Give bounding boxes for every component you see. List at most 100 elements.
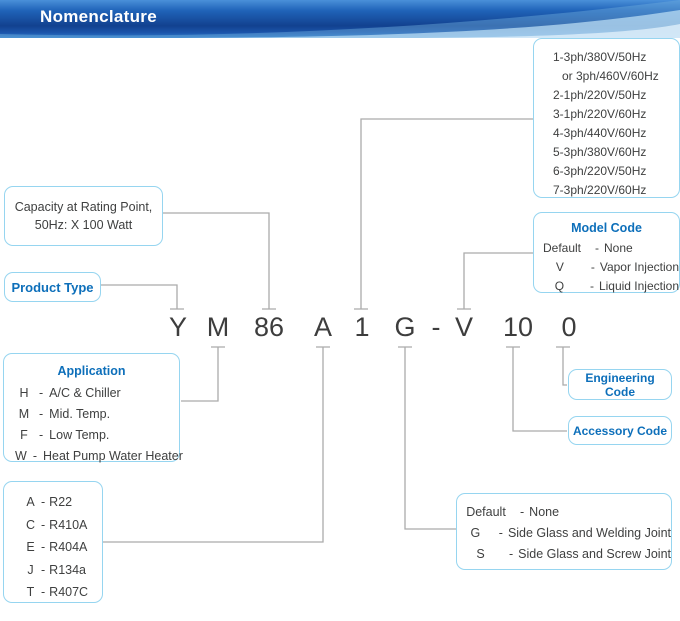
product-type-box: Product Type xyxy=(4,272,101,302)
option-code: Q xyxy=(554,279,565,293)
connector-sightglass-g xyxy=(398,346,456,530)
connector-engineering-0 xyxy=(556,346,570,386)
voltage-option: 4-3ph/440V/60Hz xyxy=(553,126,647,140)
dash-separator: - xyxy=(498,526,503,540)
code-segment-accessory: 10 xyxy=(502,312,534,342)
dash-separator: - xyxy=(39,428,44,442)
option-desc: Low Temp. xyxy=(49,428,110,442)
option-code: W xyxy=(15,449,27,463)
voltage-option-continued: or 3ph/460V/60Hz xyxy=(562,69,659,83)
dash-separator: - xyxy=(520,505,525,519)
code-segment-voltage: 1 xyxy=(354,312,370,342)
refrigerant-row: E - R404A xyxy=(4,536,102,559)
model-code-row: Q - Liquid Injection xyxy=(534,277,679,296)
voltage-options-box: 1-3ph/380V/50Hz or 3ph/460V/60Hz 2-1ph/2… xyxy=(533,38,680,198)
option-desc: R134a xyxy=(49,562,87,577)
connector-accessory-10 xyxy=(506,346,567,432)
option-code: A xyxy=(26,495,35,509)
option-desc: Mid. Temp. xyxy=(49,407,111,421)
option-code: F xyxy=(20,428,28,442)
connector-application-m xyxy=(181,346,225,402)
option-desc: R407C xyxy=(49,585,89,599)
dash-separator: - xyxy=(41,585,46,599)
application-row: H - A/C & Chiller xyxy=(4,383,179,404)
refrigerant-row: J - R134a xyxy=(4,559,102,582)
model-code-box: Model Code Default - None V - Vapor Inje… xyxy=(533,212,680,293)
engineering-code-box: Engineering Code xyxy=(568,369,672,400)
dash-separator: - xyxy=(41,540,46,554)
option-desc: A/C & Chiller xyxy=(49,386,121,400)
refrigerant-box: A - R22 C - R410A E - R404A J - R134a T … xyxy=(3,481,103,603)
model-code-row: Default - None xyxy=(534,239,679,258)
sight-glass-row: Default - None xyxy=(457,502,671,523)
connector-capacity-86 xyxy=(163,212,276,310)
option-code: S xyxy=(476,547,485,561)
voltage-option: 7-3ph/220V/60Hz xyxy=(553,183,647,197)
voltage-option: 2-1ph/220V/50Hz xyxy=(553,88,647,102)
header-swoosh-graphic xyxy=(0,0,680,38)
dash-separator: - xyxy=(39,407,44,421)
connector-refrigerant-a xyxy=(103,346,330,543)
refrigerant-row: C - R410A xyxy=(4,514,102,537)
dash-separator: - xyxy=(595,241,599,255)
option-desc: Side Glass and Welding Joint xyxy=(507,526,671,540)
voltage-option: 1-3ph/380V/50Hz xyxy=(553,50,647,64)
model-code-row: V - Vapor Injection xyxy=(534,258,679,277)
product-type-label: Product Type xyxy=(11,279,94,295)
option-desc: R22 xyxy=(49,495,73,509)
application-row: F - Low Temp. xyxy=(4,425,179,446)
code-segment-application: M xyxy=(206,312,230,342)
option-code: E xyxy=(26,540,35,554)
capacity-box: Capacity at Rating Point, 50Hz: X 100 Wa… xyxy=(4,186,163,246)
connector-modelcode-v xyxy=(457,252,533,310)
option-code: C xyxy=(25,517,36,532)
dash-separator: - xyxy=(508,547,514,561)
option-desc: Heat Pump Water Heater xyxy=(42,449,183,463)
option-desc: R410A xyxy=(49,517,88,532)
application-title: Application xyxy=(57,364,126,378)
connector-product-type-y xyxy=(101,284,184,310)
application-row: M - Mid. Temp. xyxy=(4,404,179,425)
dash-separator: - xyxy=(590,260,595,274)
option-code: V xyxy=(555,260,564,274)
code-segment-product-type: Y xyxy=(168,312,188,342)
option-desc: None xyxy=(529,505,560,519)
option-desc: Side Glass and Screw Joint xyxy=(518,547,671,561)
option-code: J xyxy=(27,562,34,577)
voltage-option: 5-3ph/380V/60Hz xyxy=(553,145,647,159)
code-segment-capacity: 86 xyxy=(253,312,285,342)
application-box: Application H - A/C & Chiller M - Mid. T… xyxy=(3,353,183,463)
sight-glass-box: Default - None G - Side Glass and Weldin… xyxy=(456,493,672,570)
dash-separator: - xyxy=(41,495,46,509)
header-bar: Nomenclature xyxy=(0,0,680,38)
refrigerant-row: T - R407C xyxy=(4,581,102,604)
connector-voltage-1 xyxy=(354,118,533,310)
code-segment-refrigerant: A xyxy=(313,312,333,342)
option-code: T xyxy=(26,585,35,599)
accessory-code-label: Accessory Code xyxy=(572,423,668,438)
dash-separator: - xyxy=(589,279,594,293)
dash-separator: - xyxy=(41,517,46,532)
option-code: H xyxy=(19,386,29,400)
option-desc: R404A xyxy=(49,540,88,554)
accessory-code-box: Accessory Code xyxy=(568,416,672,445)
option-code: G xyxy=(470,526,481,540)
sight-glass-row: S - Side Glass and Screw Joint xyxy=(457,544,671,565)
option-code: M xyxy=(18,407,30,421)
capacity-line-1: Capacity at Rating Point, xyxy=(14,200,153,214)
option-desc: Liquid Injection xyxy=(598,279,679,293)
voltage-option: 6-3ph/220V/50Hz xyxy=(553,164,647,178)
refrigerant-row: A - R22 xyxy=(4,491,102,514)
code-segment-hyphen: - xyxy=(431,312,441,342)
sight-glass-row: G - Side Glass and Welding Joint xyxy=(457,523,671,544)
dash-separator: - xyxy=(41,562,46,577)
option-desc: Vapor Injection xyxy=(599,260,679,274)
option-desc: None xyxy=(604,241,633,255)
page-title: Nomenclature xyxy=(40,7,157,26)
engineering-code-label: Engineering Code xyxy=(585,370,655,399)
dash-separator: - xyxy=(32,449,37,463)
voltage-option: 3-1ph/220V/60Hz xyxy=(553,107,647,121)
dash-separator: - xyxy=(39,386,44,400)
